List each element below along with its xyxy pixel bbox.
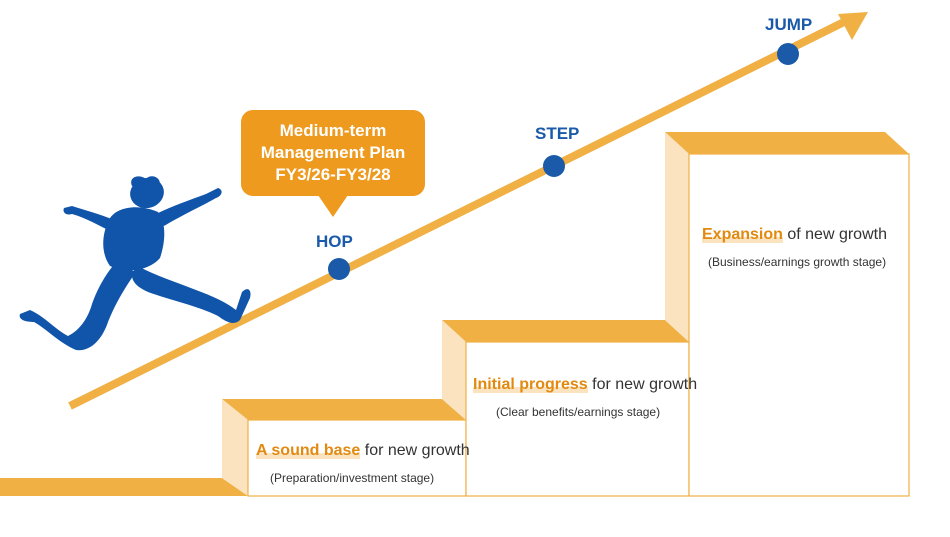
jumping-person-icon [19, 176, 251, 351]
stage1-highlight: A sound base [256, 442, 361, 459]
bubble-tail [318, 195, 348, 217]
step3-side [665, 132, 689, 342]
jump-label: JUMP [765, 15, 813, 34]
plan-callout-bubble: Medium-term Management Plan FY3/26-FY3/2… [241, 110, 425, 196]
stage3-highlight: Expansion [702, 226, 783, 243]
bubble-line-2: Management Plan [260, 143, 406, 162]
stage2-title: Initial progress for new growth [473, 376, 697, 394]
step2-face [465, 341, 690, 497]
stage2-subtitle: (Clear benefits/earnings stage) [496, 405, 661, 419]
stage2-highlight: Initial progress [473, 376, 588, 393]
stage3-title: Expansion of new growth [702, 226, 887, 244]
bubble-line-1: Medium-term [279, 121, 387, 140]
bubble-line-3: FY3/26-FY3/28 [275, 165, 391, 184]
step1-top [222, 399, 466, 420]
jump-point [777, 43, 799, 65]
step2-top [442, 320, 689, 342]
step-label: STEP [535, 124, 580, 143]
rising-arrow-icon [68, 12, 868, 410]
step1-side [222, 399, 248, 496]
stage1-rest: for new growth [360, 442, 470, 459]
step2-side [442, 320, 466, 420]
step3-top [665, 132, 909, 154]
step-point [543, 155, 565, 177]
step3-face [688, 153, 910, 497]
stage1-subtitle: (Preparation/investment stage) [270, 471, 435, 485]
stage3-subtitle: (Business/earnings growth stage) [708, 255, 887, 269]
hop-label: HOP [316, 232, 353, 251]
hop-point [328, 258, 350, 280]
stage2-rest: for new growth [587, 376, 698, 393]
stage3-rest: of new growth [782, 226, 887, 243]
stage1-title: A sound base for new growth [256, 442, 470, 460]
ground-step-top [0, 478, 248, 496]
staircase [0, 132, 910, 497]
